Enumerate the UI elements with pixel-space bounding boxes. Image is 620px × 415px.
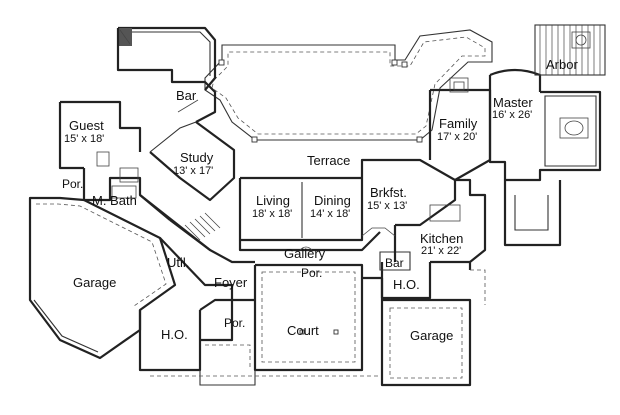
- label-brkfst: Brkfst.: [370, 185, 407, 200]
- arbor-pergola: [534, 24, 606, 76]
- label-court: Court: [287, 323, 319, 338]
- label-guest-size: 15' x 18': [64, 133, 104, 145]
- label-dining: Dining: [314, 193, 351, 208]
- label-study-size: 13' x 17': [173, 165, 213, 177]
- label-por-gallery: Por.: [301, 266, 322, 280]
- label-dining-size: 14' x 18': [310, 208, 350, 220]
- label-arbor: Arbor: [546, 57, 578, 72]
- label-por-left: Por.: [62, 177, 83, 191]
- label-master: Master: [493, 95, 533, 110]
- corner-bay: [118, 26, 217, 91]
- label-por-foyer: Por.: [224, 316, 245, 330]
- label-family: Family: [439, 116, 478, 131]
- fixtures: [96, 77, 589, 251]
- label-kitchen-size: 21' x 22': [421, 245, 461, 257]
- label-garage-right: Garage: [410, 328, 453, 343]
- label-living-size: 18' x 18': [252, 208, 292, 220]
- label-garage-left: Garage: [73, 275, 116, 290]
- court-structure: [138, 225, 486, 387]
- label-gallery: Gallery: [284, 246, 326, 261]
- label-master-size: 16' x 26': [492, 109, 532, 121]
- label-m-bath: M. Bath: [92, 193, 137, 208]
- label-foyer: Foyer: [214, 275, 248, 290]
- label-guest: Guest: [69, 118, 104, 133]
- label-kitchen: Kitchen: [420, 231, 463, 246]
- label-bar-kitchen: Bar: [385, 256, 404, 270]
- label-ho-left: H.O.: [161, 327, 188, 342]
- label-family-size: 17' x 20': [437, 131, 477, 143]
- terrace-patio: [204, 29, 493, 143]
- label-bar-top: Bar: [176, 88, 197, 103]
- label-brkfst-size: 15' x 13': [367, 200, 407, 212]
- label-util: Util.: [167, 255, 189, 270]
- room-labels: Arbor Master 16' x 26' Family 17' x 20' …: [62, 57, 578, 343]
- label-terrace: Terrace: [307, 153, 350, 168]
- label-ho-right: H.O.: [393, 277, 420, 292]
- label-study: Study: [180, 150, 214, 165]
- label-living: Living: [256, 193, 290, 208]
